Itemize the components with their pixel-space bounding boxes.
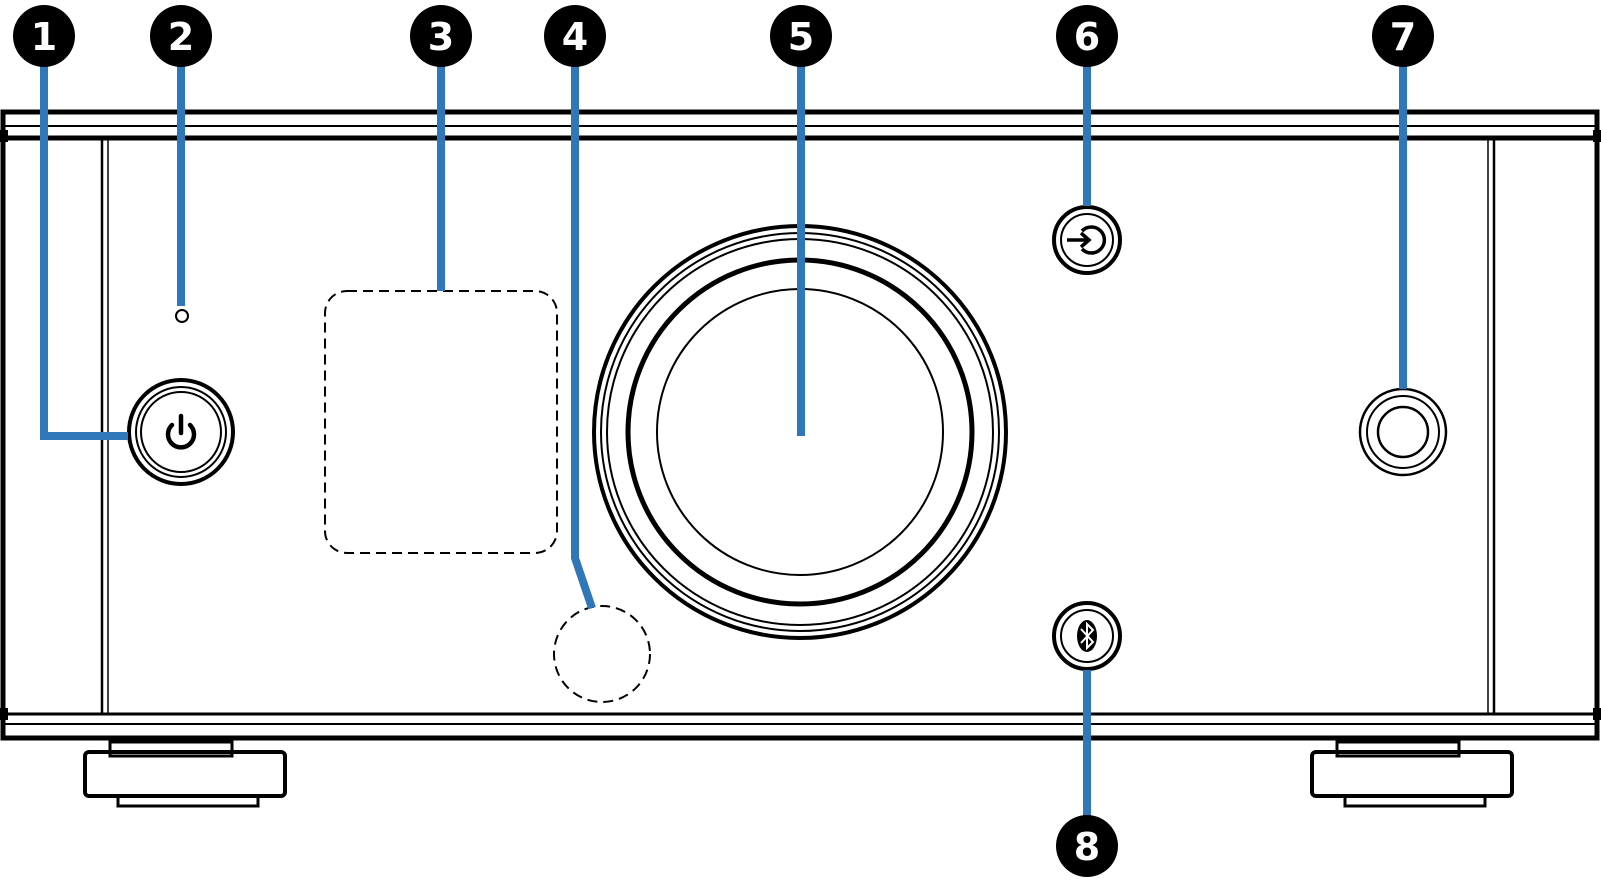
input-arrow-icon — [1067, 225, 1107, 255]
callout-1: 1 — [13, 5, 75, 67]
bluetooth-icon — [1077, 620, 1097, 652]
callout-8: 8 — [1056, 815, 1118, 877]
callout-8-label: 8 — [1074, 825, 1100, 869]
callout-1-label: 1 — [31, 15, 57, 59]
callout-7-label: 7 — [1390, 15, 1416, 59]
callout-4: 4 — [544, 5, 606, 67]
side-tab-tl — [0, 130, 8, 142]
side-tab-bl — [0, 708, 8, 720]
callout-6: 6 — [1056, 5, 1118, 67]
callout-6-label: 6 — [1074, 15, 1100, 59]
display — [324, 290, 558, 554]
leader-lines — [40, 60, 1407, 820]
leader-4 — [571, 60, 596, 610]
callout-5-label: 5 — [788, 15, 814, 59]
callout-5: 5 — [770, 5, 832, 67]
bluetooth-button[interactable] — [1052, 601, 1122, 671]
headphone-jack[interactable] — [1358, 387, 1448, 477]
power-icon — [165, 413, 197, 450]
input-button[interactable] — [1052, 205, 1122, 275]
callout-3: 3 — [410, 5, 472, 67]
callout-4-label: 4 — [562, 15, 588, 59]
side-tab-br — [1593, 708, 1601, 720]
callout-2-label: 2 — [168, 15, 194, 59]
power-button[interactable] — [127, 378, 235, 486]
leader-1 — [40, 60, 128, 440]
power-indicator — [175, 309, 189, 323]
callout-2: 2 — [150, 5, 212, 67]
remote-sensor — [553, 605, 651, 703]
side-tab-tr — [1593, 130, 1601, 142]
foot-right — [1310, 740, 1514, 808]
callout-7: 7 — [1372, 5, 1434, 67]
foot-left — [83, 740, 287, 808]
callout-3-label: 3 — [428, 15, 454, 59]
